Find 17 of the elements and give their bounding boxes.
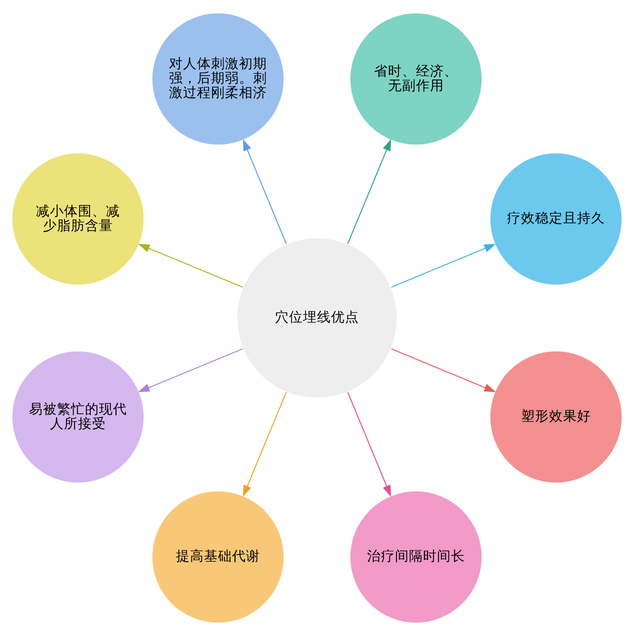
node-circle: 易被繁忙的现代人所接受 (11, 350, 145, 484)
node-circle: 减小体围、减少脂肪含量 (11, 152, 145, 286)
node-circle: 省时、经济、无副作用 (349, 12, 483, 146)
node-circle: 穴位埋线优点 (236, 236, 398, 398)
arrow (138, 243, 244, 288)
arrow (347, 138, 392, 244)
arrow (390, 243, 496, 288)
arrow (390, 348, 496, 392)
arrow (242, 138, 287, 244)
node-circle: 疗效稳定且持久 (489, 152, 623, 286)
node-circle: 治疗间隔时间长 (349, 490, 483, 624)
arrow (347, 391, 392, 496)
node-circle: 塑形效果好 (489, 350, 623, 484)
node-circle: 提高基础代谢 (151, 490, 285, 624)
node-circle: 对人体刺激初期强，后期弱。刺激过程刚柔相济 (151, 12, 285, 146)
arrow (242, 391, 287, 496)
arrow (138, 348, 244, 392)
